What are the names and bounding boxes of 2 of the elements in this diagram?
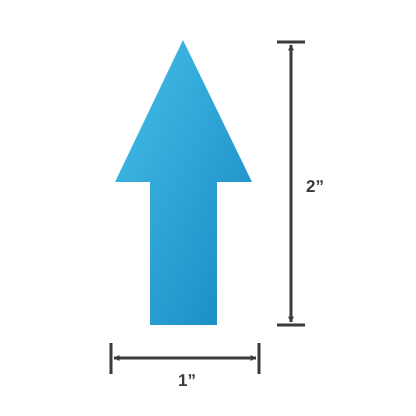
dimension-label: 2” [306,178,324,195]
dimension-label: 1” [178,372,196,389]
